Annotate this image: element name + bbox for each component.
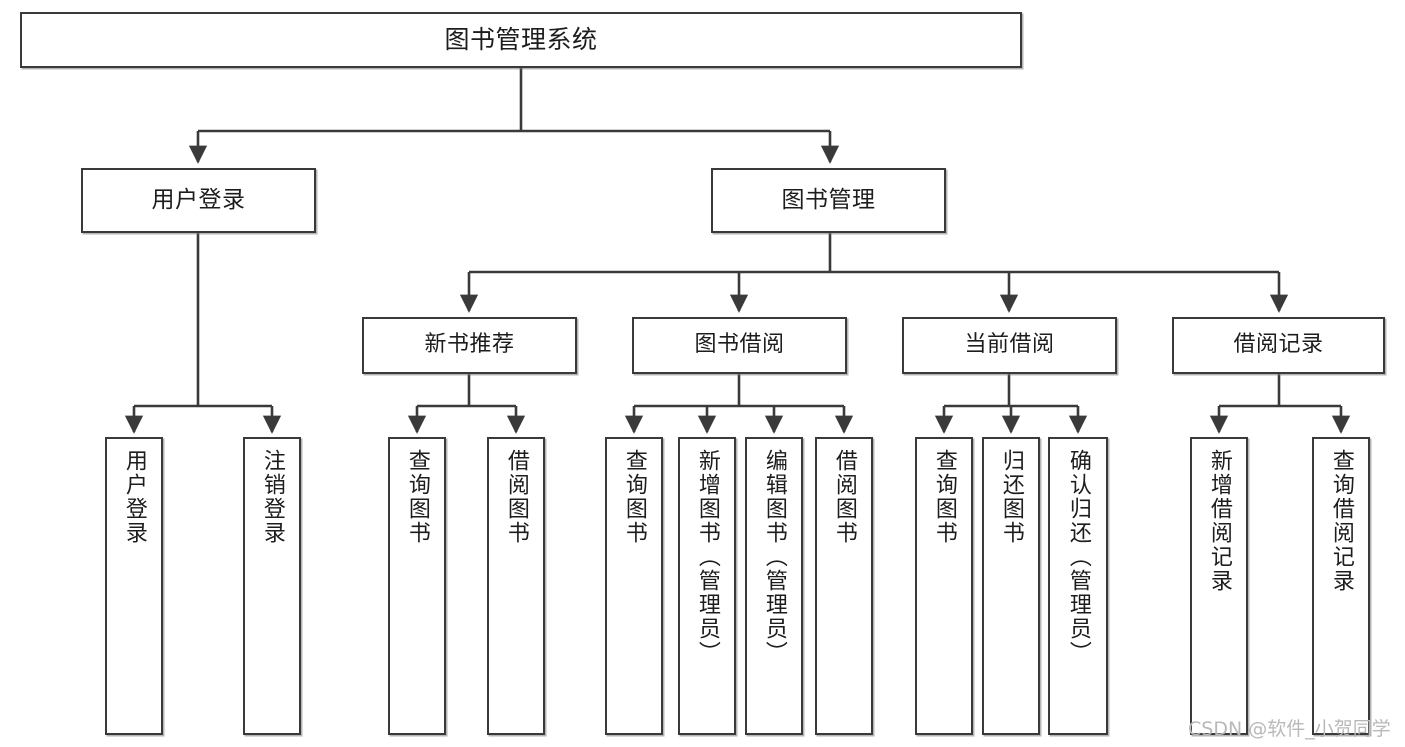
leaf-bor-add-book[interactable]: 新增图书（管理员） [678,437,736,735]
leaf-rec-borrow-book[interactable]: 借阅图书 [487,437,545,735]
node-label: 新书推荐 [424,332,515,358]
leaf-bor-edit-book[interactable]: 编辑图书（管理员） [745,437,803,735]
node-label: 查询图书 [931,449,957,545]
node-label: 确认归还（管理员） [1065,449,1091,665]
node-borrow-record[interactable]: 借阅记录 [1172,317,1385,374]
node-label: 查询图书 [621,449,647,545]
leaf-bor-query-book[interactable]: 查询图书 [605,437,663,735]
node-label: 查询借阅记录 [1328,449,1354,593]
node-label: 借阅记录 [1233,332,1324,358]
leaf-rcd-add-record[interactable]: 新增借阅记录 [1190,437,1248,735]
node-user-login[interactable]: 用户登录 [81,168,316,233]
node-label: 归还图书 [998,449,1024,545]
node-label: 查询图书 [404,449,430,545]
node-label: 编辑图书（管理员） [761,449,787,665]
node-root-system[interactable]: 图书管理系统 [20,12,1022,68]
node-label: 当前借阅 [964,332,1055,358]
node-label: 图书借阅 [694,332,785,358]
node-book-borrow[interactable]: 图书借阅 [632,317,847,374]
node-label: 借阅图书 [831,449,857,545]
node-label: 图书管理系统 [444,25,598,54]
node-label: 注销登录 [259,449,285,545]
node-label: 图书管理 [781,186,876,213]
leaf-rcd-query-record[interactable]: 查询借阅记录 [1312,437,1370,735]
watermark-csdn: CSDN @软件_小贺同学 [1188,718,1391,740]
leaf-rec-query-book[interactable]: 查询图书 [388,437,446,735]
leaf-user-login[interactable]: 用户登录 [105,437,163,735]
node-label: 借阅图书 [503,449,529,545]
leaf-cur-query-book[interactable]: 查询图书 [915,437,973,735]
leaf-bor-borrow-book[interactable]: 借阅图书 [815,437,873,735]
leaf-cur-return-book[interactable]: 归还图书 [982,437,1040,735]
node-new-book-recommend[interactable]: 新书推荐 [362,317,577,374]
leaf-cur-confirm[interactable]: 确认归还（管理员） [1048,437,1108,735]
node-label: 新增借阅记录 [1206,449,1232,593]
leaf-logout[interactable]: 注销登录 [243,437,301,735]
node-label: 用户登录 [151,186,246,213]
node-label: 新增图书（管理员） [694,449,720,665]
node-book-management[interactable]: 图书管理 [711,168,946,233]
node-current-borrow[interactable]: 当前借阅 [902,317,1117,374]
node-label: 用户登录 [121,449,147,545]
